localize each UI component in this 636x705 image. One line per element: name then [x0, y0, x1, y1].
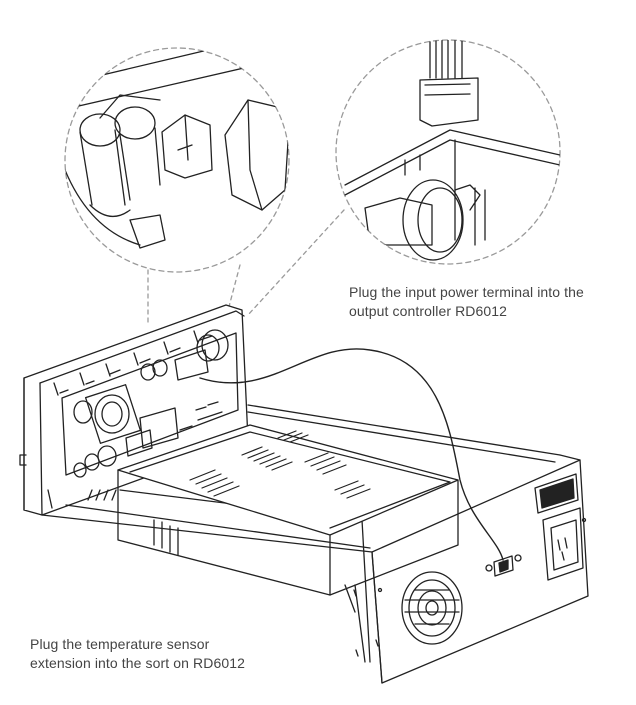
back-panel: [375, 473, 587, 647]
sensor-cable: [199, 348, 504, 561]
caption-temp-line-1: Plug the temperature sensor: [30, 636, 210, 652]
zoom-bubble-right: [335, 39, 561, 265]
caption-input-line-1: Plug the input power terminal into the: [349, 284, 584, 300]
front-panel: [19, 304, 249, 516]
psu-module: [117, 424, 459, 596]
zoom-bubble-left: [64, 47, 290, 273]
caption-temperature-sensor: Plug the temperature sensor extension in…: [30, 635, 245, 673]
caption-input-terminal: Plug the input power terminal into the o…: [349, 283, 584, 321]
chassis: [41, 404, 589, 684]
leader-lines: [147, 209, 345, 323]
caption-input-line-2: output controller RD6012: [349, 303, 508, 319]
caption-temp-line-2: extension into the sort on RD6012: [30, 655, 245, 671]
